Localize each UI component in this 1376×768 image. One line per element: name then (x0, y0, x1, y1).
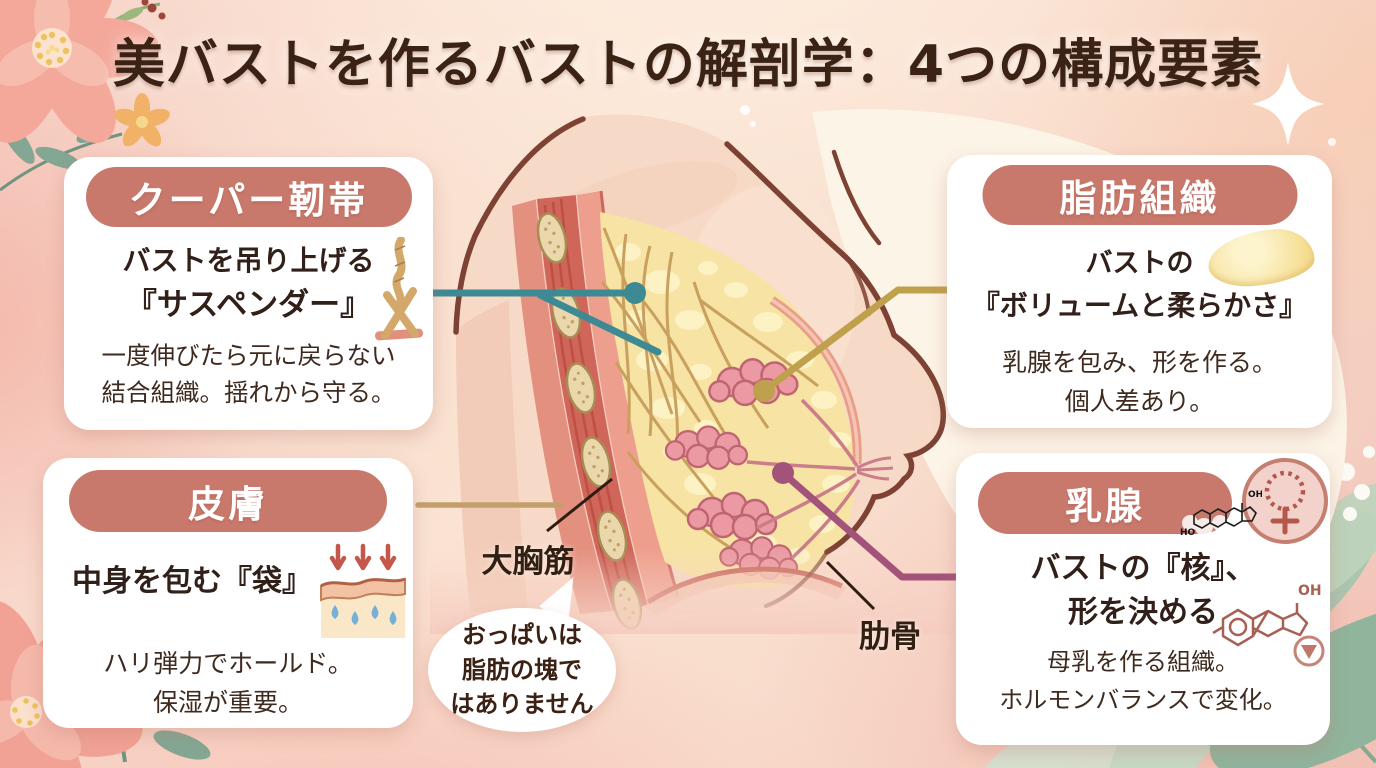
rope-suspender-icon (375, 237, 424, 341)
pointer-pectoral (546, 477, 613, 533)
connector-cooper (414, 282, 662, 356)
moisture-droplets (331, 605, 397, 625)
pill-cooper-ligament: クーパー靭帯 (85, 167, 412, 227)
card-cooper-ligament: クーパー靭帯 バストを吊り上げる 『サスペンダー』 一度伸びたら元に戻らない 結… (64, 157, 433, 430)
cooper-body: 一度伸びたら元に戻らない 結合組織。揺れから守る。 (101, 341, 396, 407)
sparkle-icon (740, 42, 1336, 146)
fat-subtitle: バストの 『ボリュームと柔らかさ』 (971, 248, 1308, 322)
estrogen-molecule-icon: OH (1212, 583, 1325, 667)
card-skin: 皮膚 中身を包む『袋』 ハリ弾力でホールド。 保湿が重要。 (43, 458, 413, 728)
fat-body: 乳腺を包み、形を作る。 個人差あり。 (1001, 348, 1277, 416)
white-berries (1337, 446, 1375, 521)
label-rib: 肋骨 (859, 619, 921, 655)
skin-layers-icon (320, 543, 406, 638)
estrogen-oh-label: OH (1298, 583, 1322, 599)
skin-body: ハリ弾力でホールド。 保湿が重要。 (103, 649, 353, 717)
skin-subtitle: 中身を包む『袋』 (72, 564, 312, 599)
small-orange-flower (114, 93, 170, 147)
gland-body: 母乳を作る組織。 ホルモンバランスで変化。 (999, 648, 1287, 714)
speech-bubble: おっぱいは 脂肪の塊で はありません (428, 608, 616, 732)
molecule-ho-label: HO (1180, 528, 1196, 537)
steroid-molecule-icon: OH HO (1180, 490, 1262, 537)
molecule-oh-label: OH (1248, 490, 1262, 500)
cooper-subtitle: バストを吊り上げる 『サスペンダー』 (122, 244, 375, 323)
page-title: 美バストを作るバストの解剖学：4つの構成要素 (112, 35, 1264, 95)
pointer-rib (825, 560, 876, 611)
card-fat-tissue: 脂肪組織 バストの 『ボリュームと柔らかさ』 乳腺を包み、形を作る。 個人差あり… (947, 155, 1332, 428)
card-mammary-gland: 乳腺 OH HO バストの『核』、 形を決める (956, 453, 1330, 745)
pill-skin: 皮膚 (69, 470, 387, 532)
label-pectoral-muscle: 大胸筋 (481, 544, 575, 580)
female-symbol-icon (1242, 458, 1328, 544)
pill-fat-tissue: 脂肪組織 (982, 165, 1297, 225)
flower-top-left-decoration (0, 0, 170, 192)
gland-subtitle: バストの『核』、 形を決める (1030, 551, 1256, 630)
